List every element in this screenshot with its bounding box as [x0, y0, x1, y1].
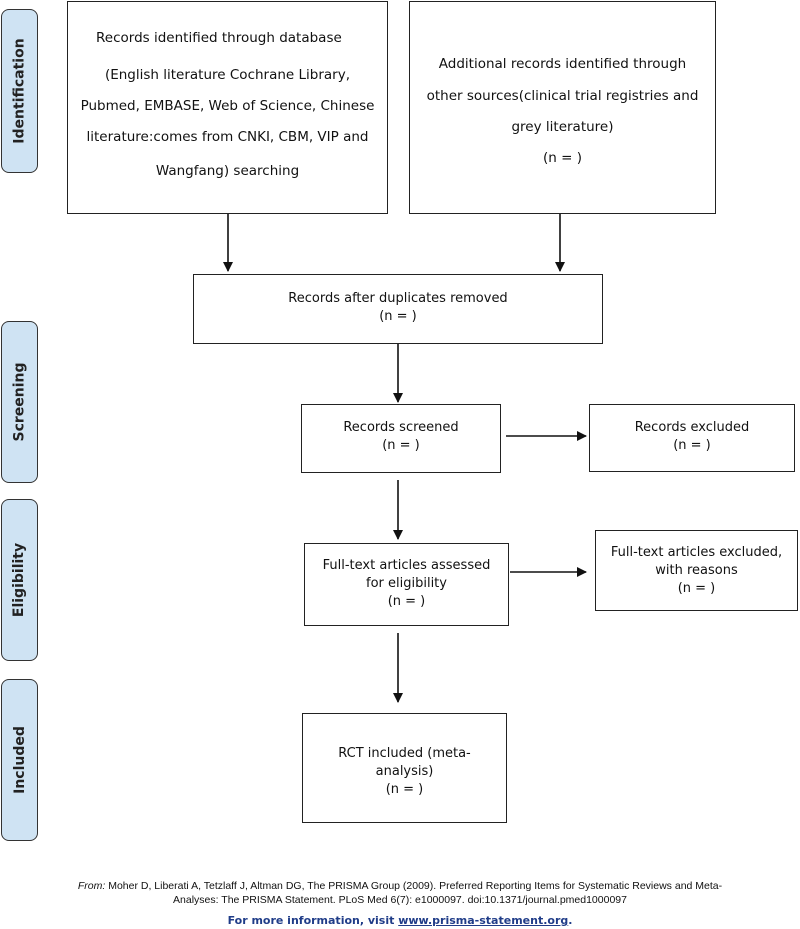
included-line1: RCT included (meta-	[338, 746, 471, 761]
additional-line3: grey literature)	[511, 119, 614, 135]
duplicates-line2: (n = )	[379, 309, 417, 324]
fulltext-line3: (n = )	[387, 594, 426, 609]
included-line2: analysis)	[375, 764, 434, 779]
citation-text-2: Analyses: The PRISMA Statement. PLoS Med…	[173, 894, 627, 906]
citation-line1: From: Moher D, Liberati A, Tetzlaff J, A…	[0, 879, 800, 893]
fulltext-line2: for eligibility	[366, 576, 447, 591]
duplicates-line1: Records after duplicates removed	[288, 291, 508, 306]
included-line3: (n = )	[385, 782, 424, 797]
additional-line1: Additional records identified through	[438, 56, 687, 72]
database-line4: literature:comes from CNKI, CBM, VIP and	[86, 129, 369, 145]
database-line2: (English literature Cochrane Library,	[104, 67, 351, 83]
screened-line2: (n = )	[382, 438, 420, 453]
stage-eligibility: Eligibility	[1, 499, 38, 661]
citation-from-label: From:	[77, 880, 106, 892]
box-additional-records: Additional records identified through ot…	[409, 1, 716, 214]
citation-text-1: Moher D, Liberati A, Tetzlaff J, Altman …	[108, 880, 723, 892]
database-line5: Wangfang) searching	[155, 163, 300, 179]
stage-identification: Identification	[1, 9, 38, 173]
box-rct-included: RCT included (meta- analysis) (n = )	[302, 713, 507, 823]
prisma-link[interactable]: www.prisma-statement.org	[398, 914, 569, 927]
excluded-line1: Records excluded	[634, 420, 750, 435]
fulltext-excluded-line3: (n = )	[677, 581, 716, 596]
database-line3: Pubmed, EMBASE, Web of Science, Chinese	[80, 98, 375, 114]
box-fulltext-assessed: Full-text articles assessed for eligibil…	[304, 543, 509, 626]
box-database-records: Records identified through database (Eng…	[67, 1, 388, 214]
citation: From: Moher D, Liberati A, Tetzlaff J, A…	[0, 879, 800, 907]
screened-line1: Records screened	[343, 420, 459, 435]
more-info-text: For more information, visit	[227, 914, 395, 927]
database-line1: Records identified through database	[96, 30, 342, 46]
additional-line4: (n = )	[543, 150, 582, 166]
box-duplicates-removed: Records after duplicates removed (n = )	[193, 274, 603, 344]
fulltext-excluded-line2: with reasons	[655, 563, 738, 578]
fulltext-line1: Full-text articles assessed	[322, 558, 491, 573]
box-records-excluded: Records excluded (n = )	[589, 404, 795, 472]
stage-included: Included	[1, 679, 38, 841]
stage-screening: Screening	[1, 321, 38, 483]
fulltext-excluded-line1: Full-text articles excluded,	[610, 545, 783, 560]
more-info: For more information, visit www.prisma-s…	[0, 914, 800, 927]
more-info-period: .	[568, 914, 573, 927]
box-records-screened: Records screened (n = )	[301, 404, 501, 473]
additional-line2: other sources(clinical trial registries …	[426, 88, 699, 104]
box-fulltext-excluded: Full-text articles excluded, with reason…	[595, 530, 798, 611]
excluded-line2: (n = )	[673, 438, 711, 453]
